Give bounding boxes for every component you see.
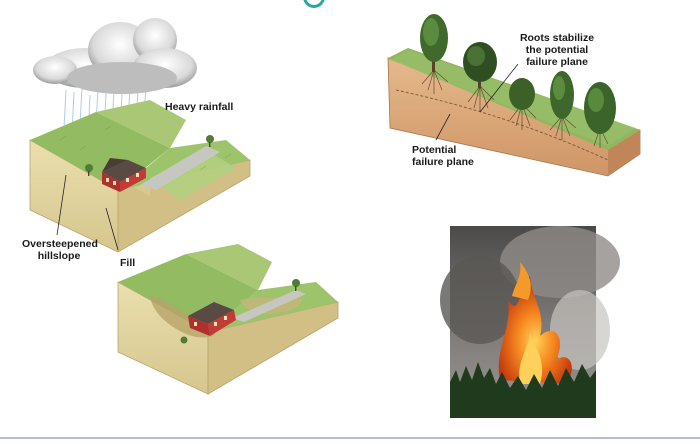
oversteepened-label-line1: Oversteepened	[22, 238, 98, 250]
oversteepened-leader-line	[56, 174, 67, 236]
tree-icon	[463, 42, 497, 88]
rainfall-hillside-diagram	[29, 18, 251, 253]
fill-leader-line	[105, 207, 119, 251]
failure-plane-leader-line	[435, 113, 451, 141]
tree-icon	[550, 71, 574, 119]
roots-label-line3: failure plane	[526, 56, 588, 68]
wildfire-photo	[440, 226, 620, 418]
fill-label: Fill	[120, 257, 136, 269]
oversteepened-hillslope-label: Oversteepened hillslope	[22, 238, 98, 262]
potential-label-line2: failure plane	[412, 156, 474, 168]
roots-cross-section-diagram	[387, 14, 641, 177]
roots-stabilize-label: Roots stabilize the potential failure pl…	[515, 32, 599, 68]
roots-label-line2: the potential	[525, 44, 589, 56]
roots-leader-line	[479, 63, 519, 113]
footer-divider	[0, 437, 700, 439]
tree-icon	[509, 78, 535, 110]
tree-icon	[180, 279, 300, 344]
roots-label-line1: Roots stabilize	[519, 32, 595, 44]
tree-icon	[420, 14, 448, 72]
house-icon	[102, 158, 146, 192]
potential-label-line1: Potential	[412, 144, 457, 156]
potential-failure-plane-label: Potential failure plane	[412, 144, 474, 168]
oversteepened-label-line2: hillslope	[37, 250, 81, 262]
rain-cloud-icon	[33, 18, 197, 94]
fire-flames	[498, 262, 572, 384]
tree-icon	[584, 82, 616, 134]
damaged-house-icon	[188, 302, 236, 336]
failed-hillside-diagram	[117, 244, 339, 395]
forest-silhouette	[450, 362, 596, 418]
heavy-rainfall-label: Heavy rainfall	[165, 101, 234, 113]
tree-icon	[85, 135, 214, 176]
